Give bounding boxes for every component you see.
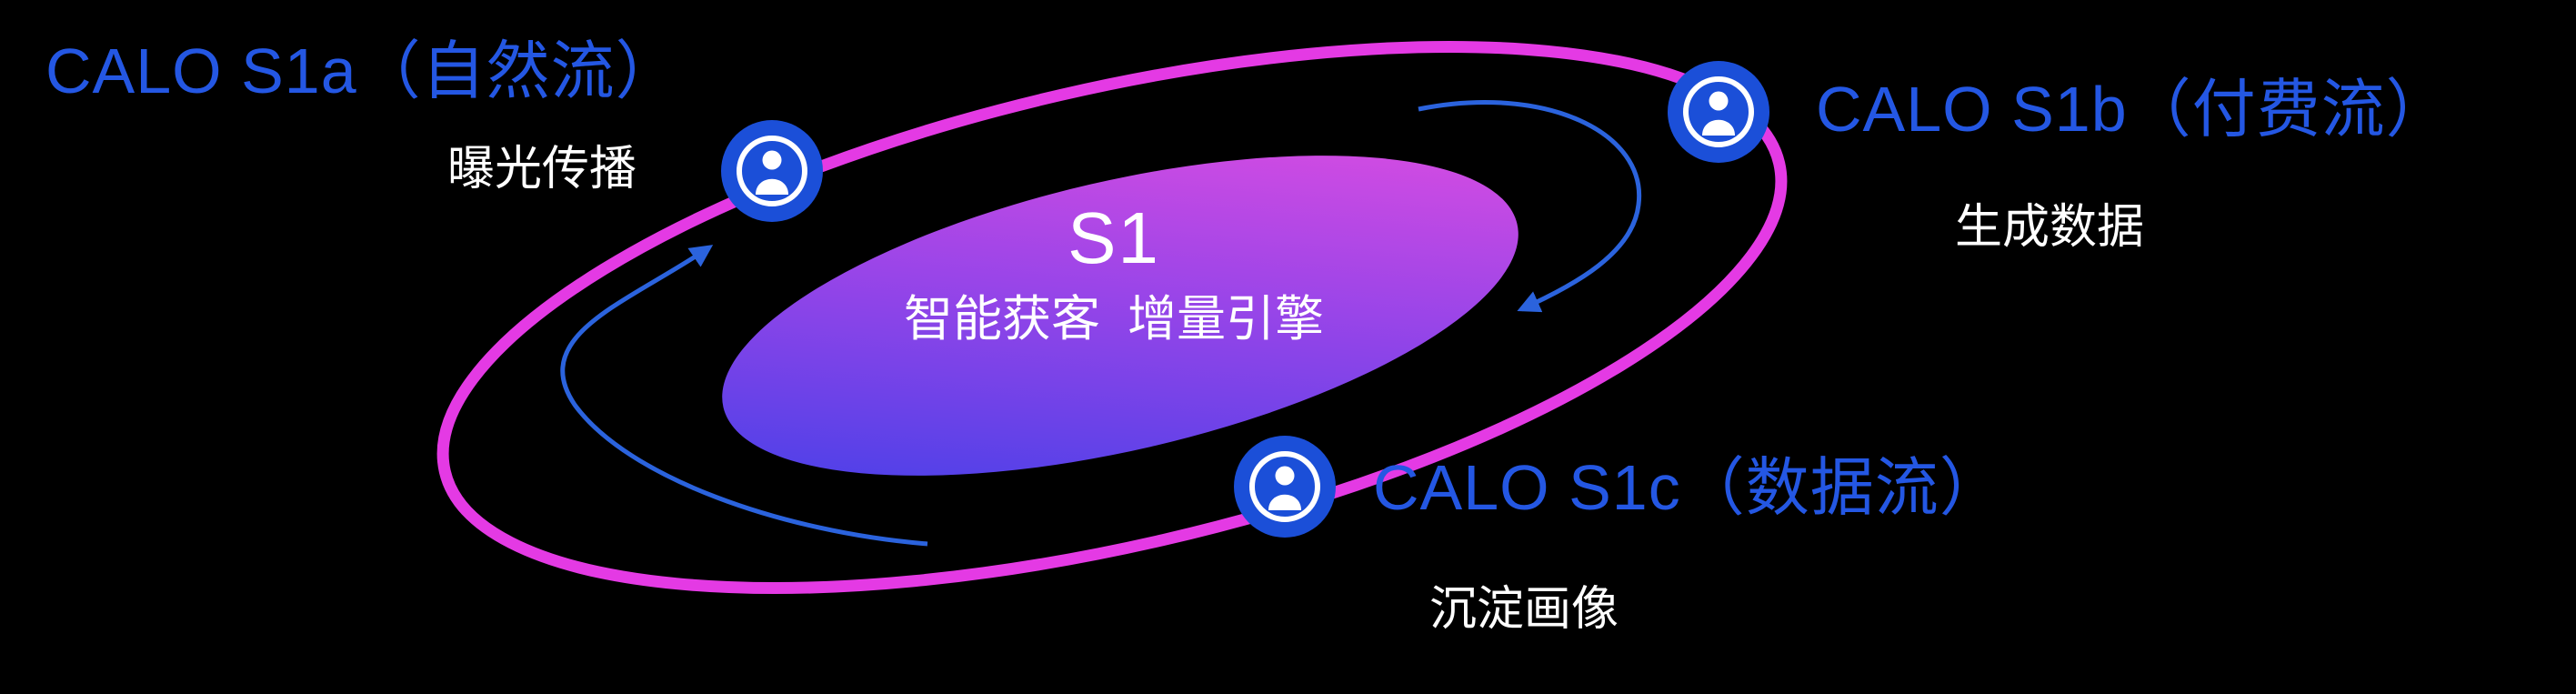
user-badge-icon-s1c xyxy=(1234,436,1336,538)
cycle-arrow-left xyxy=(560,245,928,547)
core-title: S1 xyxy=(1067,197,1160,278)
node-label-s1c: CALO S1c（数据流） xyxy=(1373,452,2004,523)
node-label-s1a: CALO S1a（自然流） xyxy=(45,35,680,106)
node-sublabel-s1c: 沉淀画像 xyxy=(1429,583,1619,636)
user-badge-icon-s1a xyxy=(721,120,823,222)
user-badge-icon-s1b xyxy=(1668,61,1769,163)
node-sublabel-s1a: 曝光传播 xyxy=(447,143,637,196)
orbit-ring xyxy=(436,41,1788,594)
cycle-arrow-right xyxy=(1418,100,1642,313)
core-label-group: S1 智能获客 增量引擎 xyxy=(903,197,1325,347)
node-sublabel-s1b: 生成数据 xyxy=(1955,201,2145,254)
core-ellipse xyxy=(722,156,1519,476)
core-subtitle: 智能获客 增量引擎 xyxy=(903,292,1325,347)
node-label-s1b: CALO S1b（付费流） xyxy=(1816,74,2451,145)
